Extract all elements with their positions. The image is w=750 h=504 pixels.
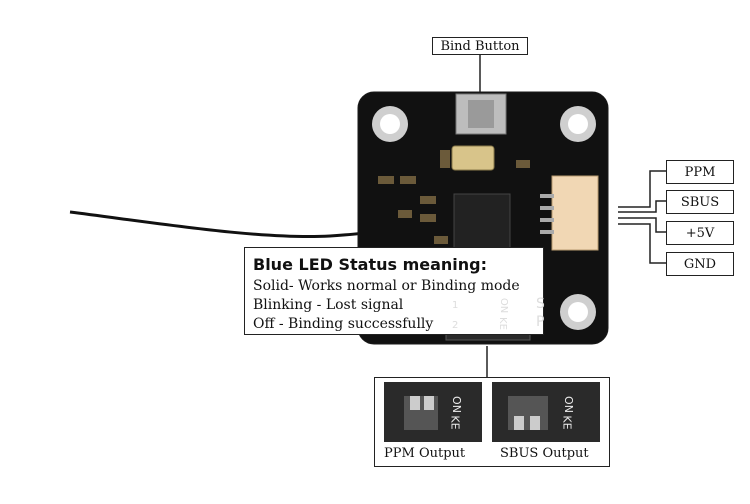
gnd-pin-label: GND <box>666 252 734 276</box>
status-line-solid: Solid- Works normal or Binding mode <box>253 278 520 294</box>
sbus-output-caption: SBUS Output <box>500 446 589 461</box>
ppm-switch-on-text: ON <box>449 396 463 413</box>
ppm-output-caption: PPM Output <box>384 446 466 461</box>
status-line-off: Off - Binding successfully <box>253 316 434 332</box>
bind-button-label: Bind Button <box>432 37 528 55</box>
sbus-switch-on-text: ON <box>561 396 575 413</box>
ppm-pin-label: PPM <box>666 160 734 184</box>
board-switch-on: ON <box>498 297 510 314</box>
board-switch-1: 1 <box>452 300 459 311</box>
main-chip <box>453 193 511 251</box>
board-switch-2: 2 <box>452 320 459 331</box>
sbus-switch-ke-text: KE <box>560 415 574 430</box>
crystal <box>451 145 495 171</box>
led-status-title: Blue LED Status meaning: <box>253 255 488 274</box>
sbus-pin-label: SBUS <box>666 190 734 214</box>
board-switch-ke: KE <box>496 317 508 330</box>
5v-pin-label: +5V <box>666 221 734 245</box>
header-connector <box>551 175 599 251</box>
led-status-box: Blue LED Status meaning: Solid- Works no… <box>244 247 544 335</box>
ppm-switch-ke-text: KE <box>448 415 462 430</box>
board-switch-s: S <box>536 296 545 312</box>
pin-leaders <box>618 170 666 264</box>
board-switch-p: P <box>536 314 545 330</box>
status-line-blinking: Blinking - Lost signal <box>253 297 404 313</box>
